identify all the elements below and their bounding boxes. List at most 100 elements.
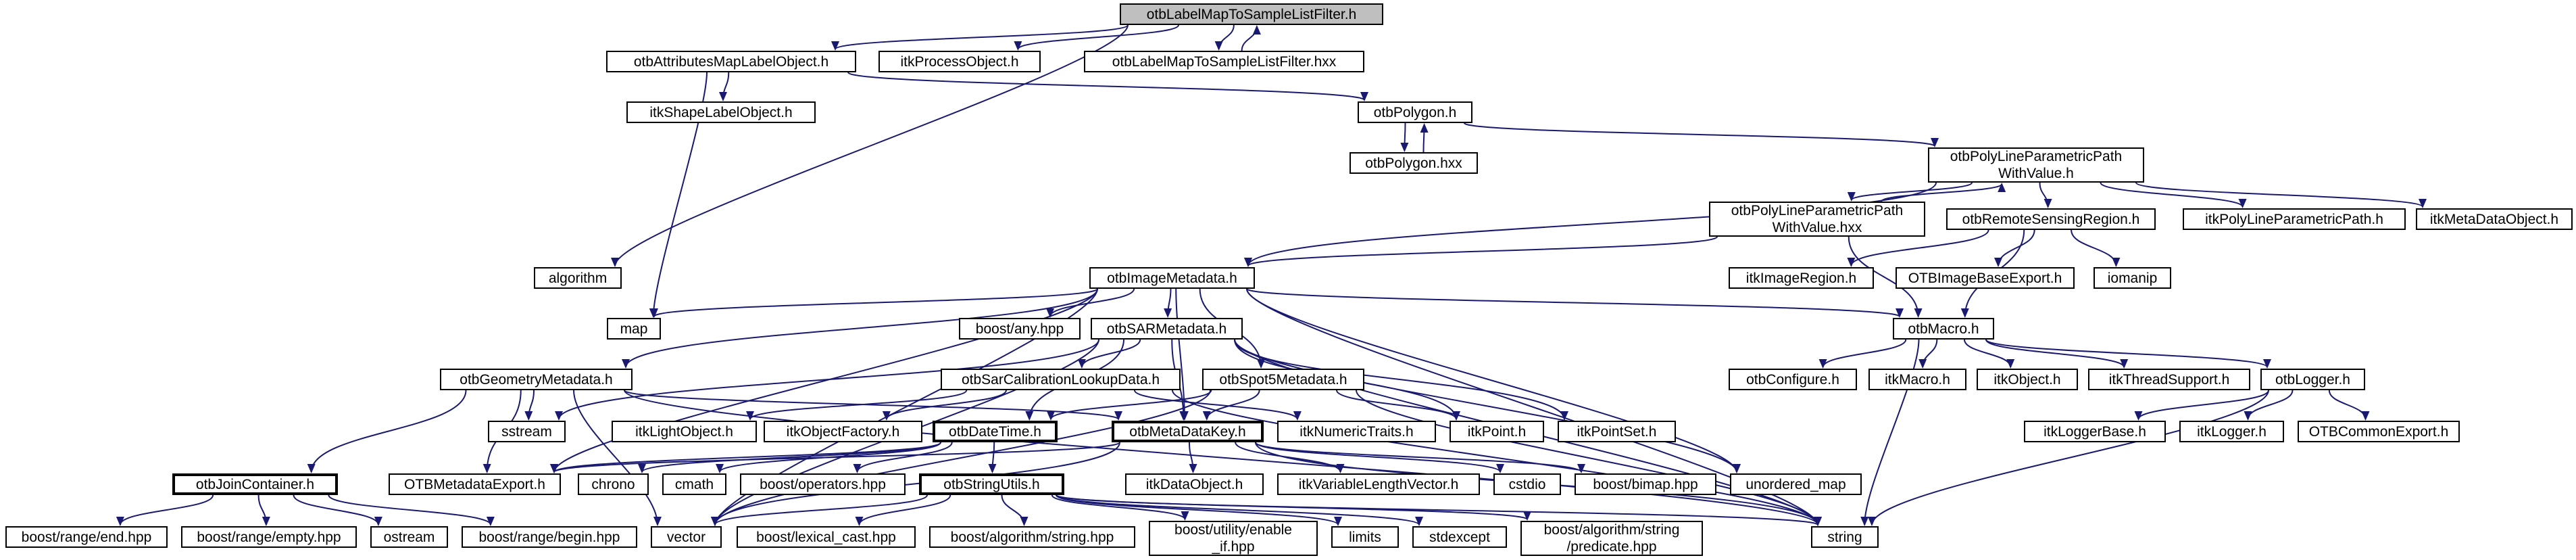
node-chrono[interactable]: chrono <box>578 473 649 495</box>
node-itkpoint-h[interactable]: itkPoint.h <box>1450 421 1544 442</box>
node-cstdio[interactable]: cstdio <box>1493 473 1561 495</box>
node-otbmetadataexport-h[interactable]: OTBMetadataExport.h <box>389 473 561 495</box>
include-edge-otbattributesmaplabelobject-h-to-otbpolygon-h <box>847 72 1368 101</box>
node-otbspot5metadata-h[interactable]: otbSpot5Metadata.h <box>1202 369 1364 390</box>
node-label: boost/range/begin.hpp <box>478 529 620 545</box>
node-itkprocessobject-h[interactable]: itkProcessObject.h <box>878 51 1041 72</box>
node-itklogger-h[interactable]: itkLogger.h <box>2179 421 2284 442</box>
include-edge-otbstringutils-h-to-vector <box>711 494 928 526</box>
include-edge-otbdatetime-h-to-otbstringutils-h <box>988 442 997 473</box>
node-string[interactable]: string <box>1811 526 1879 548</box>
node-otbmacro-h[interactable]: otbMacro.h <box>1893 318 1994 340</box>
node-label: itkProcessObject.h <box>900 53 1019 70</box>
node-boost-range-end-hpp[interactable]: boost/range/end.hpp <box>5 526 168 548</box>
node-itkvariablelengthvector-h[interactable]: itkVariableLengthVector.h <box>1277 473 1480 495</box>
node-itkobjectfactory-h[interactable]: itkObjectFactory.h <box>764 421 922 442</box>
node-label: itkShapeLabelObject.h <box>649 104 793 120</box>
node-itklightobject-h[interactable]: itkLightObject.h <box>612 421 757 442</box>
include-edge-otbstringutils-h-to-stdexcept <box>1056 494 1423 526</box>
include-edge-otbjoincontainer-h-to-boost-range-empty-hpp <box>257 494 270 526</box>
include-edge-otbattributesmaplabelobject-h-to-itkshapelabelobject-h <box>719 72 730 101</box>
include-edge-otbsarmetadata-h-to-unordered-map <box>1234 339 1741 473</box>
node-otbimagemetadata-h[interactable]: otbImageMetadata.h <box>1089 267 1255 289</box>
node-limits[interactable]: limits <box>1331 526 1399 548</box>
node-itkshapelabelobject-h[interactable]: itkShapeLabelObject.h <box>626 101 816 123</box>
include-edge-otbattributesmaplabelobject-h-to-map <box>649 72 708 318</box>
node-unordered-map[interactable]: unordered_map <box>1730 473 1862 495</box>
node-itkmetadataobject-h[interactable]: itkMetaDataObject.h <box>2416 208 2573 230</box>
include-edge-otbspot5metadata-h-to-vector <box>711 390 1211 526</box>
include-edge-otbremotesensingregion-h-to-otbimagebaseexport-h <box>1994 229 2035 267</box>
node-label: itkLightObject.h <box>635 423 733 440</box>
node-map[interactable]: map <box>607 318 661 340</box>
node-otbsarmetadata-h[interactable]: otbSARMetadata.h <box>1091 318 1243 340</box>
node-otbcommonexport-h[interactable]: OTBCommonExport.h <box>2298 421 2460 442</box>
node-label: map <box>620 321 648 337</box>
node-otbsarcalibrationlookupdata-h[interactable]: otbSarCalibrationLookupData.h <box>941 369 1181 390</box>
node-boost-range-begin-hpp[interactable]: boost/range/begin.hpp <box>462 526 637 548</box>
node-sstream[interactable]: sstream <box>488 421 566 442</box>
node-itkthreadsupport-h[interactable]: itkThreadSupport.h <box>2088 369 2250 390</box>
include-edge-otbimagemetadata-h-to-string <box>1246 288 1822 526</box>
node-otblogger-h[interactable]: otbLogger.h <box>2260 369 2365 390</box>
node-boost-operators-hpp[interactable]: boost/operators.hpp <box>740 473 906 495</box>
node-otbstringutils-h[interactable]: otbStringUtils.h <box>919 473 1064 495</box>
node-itkobject-h[interactable]: itkObject.h <box>1977 369 2078 390</box>
node-otblabelmaptosamplelistfilter-h[interactable]: otbLabelMapToSampleListFilter.h <box>1120 3 1383 25</box>
node-stdexcept[interactable]: stdexcept <box>1412 526 1507 548</box>
node-itkmacro-h[interactable]: itkMacro.h <box>1868 369 1966 390</box>
node-label: _if.hpp <box>1212 539 1255 555</box>
node-boost-lexical-cast-hpp[interactable]: boost/lexical_cast.hpp <box>737 526 916 548</box>
node-otbgeometrymetadata-h[interactable]: otbGeometryMetadata.h <box>440 369 633 390</box>
node-otbconfigure-h[interactable]: otbConfigure.h <box>1729 369 1857 390</box>
node-otbremotesensingregion-h[interactable]: otbRemoteSensingRegion.h <box>1946 208 2156 230</box>
include-edge-otbdatetime-h-to-boost-operators-hpp <box>853 442 953 473</box>
node-itkimageregion-h[interactable]: itkImageRegion.h <box>1729 267 1874 289</box>
include-edge-otblabelmaptosamplelistfilter-h-to-algorithm <box>611 24 1129 267</box>
node-boost-range-empty-hpp[interactable]: boost/range/empty.hpp <box>181 526 357 548</box>
node-otbpolygon-hxx[interactable]: otbPolygon.hxx <box>1349 152 1478 174</box>
node-label: itkPointSet.h <box>1577 423 1657 440</box>
include-edge-otbstringutils-h-to-limits <box>1056 494 1342 526</box>
node-otbmetadatakey-h[interactable]: otbMetaDataKey.h <box>1112 421 1264 442</box>
node-otblabelmaptosamplelistfilter-hxx[interactable]: otbLabelMapToSampleListFilter.hxx <box>1084 51 1364 72</box>
node-itknumerictraits-h[interactable]: itkNumericTraits.h <box>1277 421 1436 442</box>
node-otbdatetime-h[interactable]: otbDateTime.h <box>933 421 1058 442</box>
include-edge-otbimagemetadata-h-to-vector <box>711 288 1098 526</box>
node-otbpolygon-h[interactable]: otbPolygon.h <box>1358 101 1472 123</box>
include-edge-otbgeometrymetadata-h-to-otbjoincontainer-h <box>307 390 467 473</box>
node-otbattributesmaplabelobject-h[interactable]: otbAttributesMapLabelObject.h <box>606 51 856 72</box>
node-label: OTBCommonExport.h <box>2308 423 2449 440</box>
node-label: otbLabelMapToSampleListFilter.hxx <box>1112 53 1337 70</box>
node-algorithm[interactable]: algorithm <box>534 267 622 289</box>
node-boost-algorithm-string-hpp[interactable]: boost/algorithm/string.hpp <box>929 526 1135 548</box>
node-itkdataobject-h[interactable]: itkDataObject.h <box>1125 473 1264 495</box>
node-label: itkDataObject.h <box>1145 476 1243 492</box>
node-boost-any-hpp[interactable]: boost/any.hpp <box>959 318 1081 340</box>
node-label: itkMacro.h <box>1885 371 1950 388</box>
node-cmath[interactable]: cmath <box>662 473 726 495</box>
include-edge-otbimagemetadata-h-to-otbmetadatakey-h <box>1175 288 1189 421</box>
node-itkpointset-h[interactable]: itkPointSet.h <box>1558 421 1676 442</box>
node-boost-bimap-hpp[interactable]: boost/bimap.hpp <box>1575 473 1716 495</box>
node-label: otbMacro.h <box>1908 321 1979 337</box>
node-otbimagebaseexport-h[interactable]: OTBImageBaseExport.h <box>1896 267 2075 289</box>
include-edge-otblogger-h-to-string <box>1868 390 2269 526</box>
node-label: otbGeometryMetadata.h <box>460 371 613 388</box>
node-boost-algorithm-string-predicate-hpp[interactable]: boost/algorithm/string/predicate.hpp <box>1520 521 1703 556</box>
node-ostream[interactable]: ostream <box>370 526 448 548</box>
include-edge-otblabelmaptosamplelistfilter-h-to-otbattributesmaplabelobject-h <box>831 24 1129 51</box>
include-edge-otbmacro-h-to-otblogger-h <box>1985 339 2271 369</box>
include-edge-otbsarcalibrationlookupdata-h-to-string <box>1172 390 1822 526</box>
include-edge-otbpolylineparametricpathwithvalue-hxx-to-otbmacro-h <box>1848 236 1923 318</box>
node-itkpolylineparametricpath-h[interactable]: itkPolyLineParametricPath.h <box>2183 208 2406 230</box>
node-vector[interactable]: vector <box>651 526 722 548</box>
node-boost-utility-enable-if-hpp[interactable]: boost/utility/enable_if.hpp <box>1149 521 1318 556</box>
node-label: otbPolygon.h <box>1373 104 1457 120</box>
node-iomanip[interactable]: iomanip <box>2094 267 2171 289</box>
node-itkloggerbase-h[interactable]: itkLoggerBase.h <box>2024 421 2166 442</box>
node-label: itkPoint.h <box>1467 423 1527 440</box>
node-otbjoincontainer-h[interactable]: otbJoinContainer.h <box>172 473 338 495</box>
